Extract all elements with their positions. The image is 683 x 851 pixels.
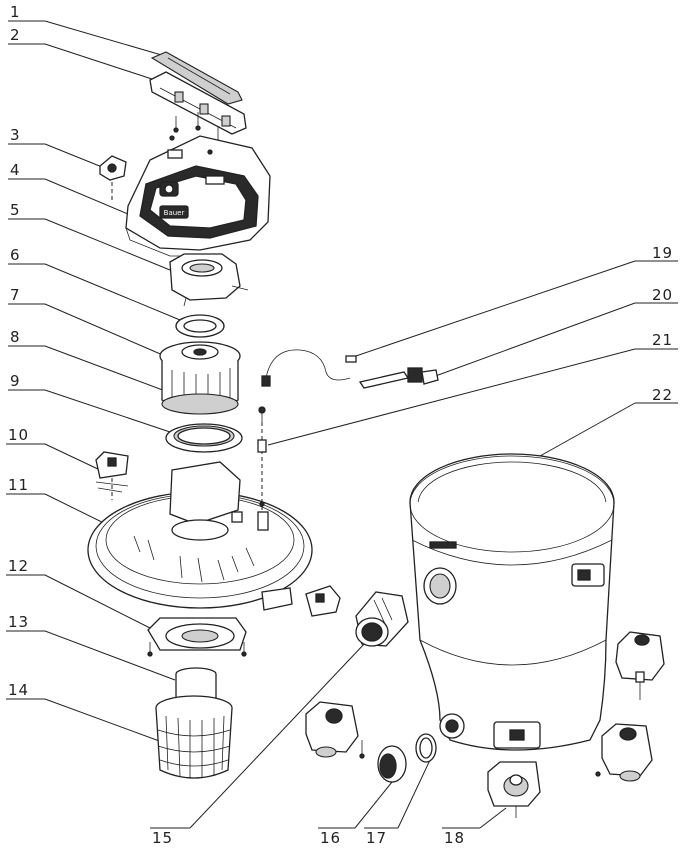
impeller-part [161,360,239,415]
callout-number-4: 4 [10,161,21,179]
callout-22: 22 [539,386,678,457]
callout-number-22: 22 [652,386,673,404]
head-lid-part [87,422,313,611]
brand-logo-text: Bauer [164,209,185,217]
callout-number-10: 10 [8,426,29,444]
caster-right-top-part [615,631,665,700]
callout-number-11: 11 [8,476,29,494]
callout-19: 19 [349,244,678,359]
tank-part [409,453,615,751]
callout-number-21: 21 [652,331,673,349]
callout-18: 18 [442,807,507,847]
caster-front-part [487,761,541,818]
callout-17: 17 [364,759,431,847]
handle-grip-part [150,51,243,105]
gasket-part [165,423,243,453]
seal-ring-part [175,314,225,338]
switch-button-part [99,155,127,200]
handle-frame-part [149,71,247,145]
callout-number-16: 16 [320,829,341,847]
callout-8: 8 [8,328,169,393]
screw-part [257,406,267,453]
callout-number-1: 1 [10,3,21,21]
callout-number-17: 17 [366,829,387,847]
callout-2: 2 [8,26,156,81]
callout-15: 15 [150,641,367,847]
callout-13: 13 [6,613,176,681]
callout-number-14: 14 [8,681,29,699]
callout-10: 10 [6,426,101,471]
callout-1: 1 [8,3,166,57]
callout-number-9: 9 [10,372,21,390]
callout-number-18: 18 [444,829,465,847]
motor-cover-part: Bauer [125,135,271,257]
callout-number-13: 13 [8,613,29,631]
power-cord-part [261,349,357,387]
filter-cage-part [155,695,233,779]
callout-16: 16 [318,781,393,847]
callout-6: 6 [8,246,181,321]
callout-4: 4 [8,161,129,215]
callout-number-2: 2 [10,26,21,44]
callout-number-7: 7 [10,286,21,304]
drain-cap-part [377,745,407,783]
drain-ring-part [415,733,437,763]
callout-number-3: 3 [10,126,21,144]
callout-number-12: 12 [8,557,29,575]
callout-7: 7 [8,286,166,357]
callout-21: 21 [267,331,678,446]
latch-part [95,451,129,500]
caster-right-bottom-part [595,723,653,782]
callout-20: 20 [429,286,678,379]
side-latch-part [305,585,341,617]
switch-harness-part [358,367,439,389]
callout-9: 9 [8,372,171,433]
callout-5: 5 [8,201,171,271]
callout-number-5: 5 [10,201,21,219]
callout-14: 14 [6,681,163,743]
callout-3: 3 [8,126,103,168]
motor-base-part [169,253,249,307]
callout-12: 12 [6,557,151,629]
callout-number-8: 8 [10,328,21,346]
callout-number-19: 19 [652,244,673,262]
filter-cage-top-part [147,617,247,657]
callout-number-6: 6 [10,246,21,264]
callout-number-20: 20 [652,286,673,304]
hose-inlet-part [355,591,409,647]
callout-number-15: 15 [152,829,173,847]
caster-left-part [305,701,365,759]
